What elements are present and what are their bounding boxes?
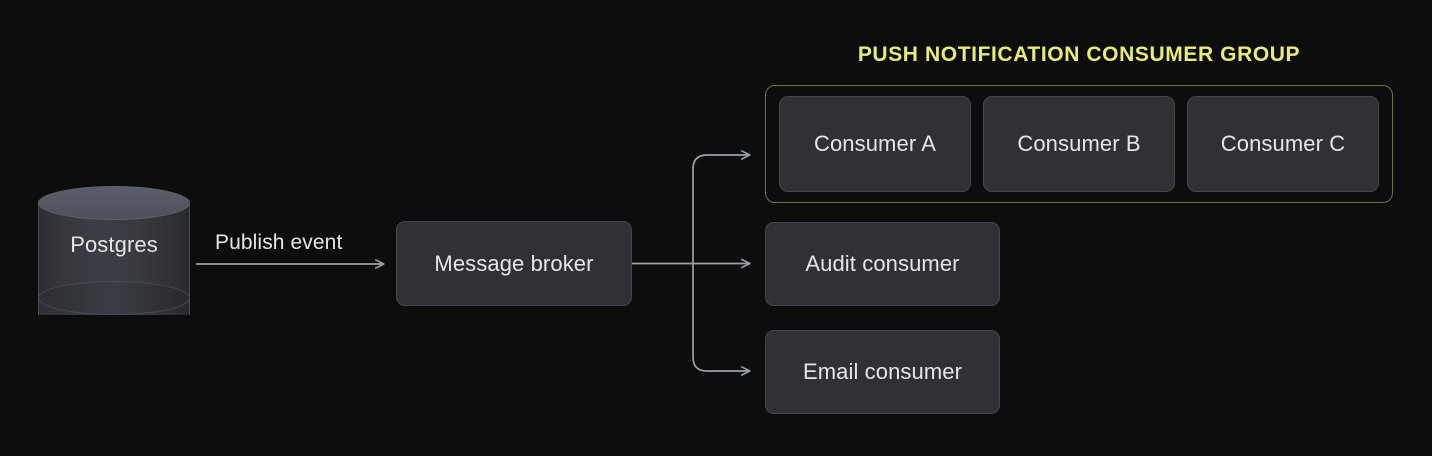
message-broker-label: Message broker bbox=[434, 250, 594, 276]
audit-consumer-node[interactable]: Audit consumer bbox=[765, 222, 1000, 306]
edge-broker-to-consumer-group bbox=[692, 150, 751, 264]
email-consumer-label: Email consumer bbox=[802, 359, 963, 384]
message-broker-node[interactable]: Message broker bbox=[396, 221, 632, 306]
email-consumer-node[interactable]: Email consumer bbox=[765, 330, 1000, 414]
push-notification-consumer-group: Consumer A Consumer B Consumer C bbox=[765, 85, 1393, 203]
consumer-group-title: PUSH NOTIFICATION CONSUMER GROUP bbox=[857, 43, 1301, 66]
edge-broker-to-email bbox=[692, 263, 751, 376]
postgres-database-node[interactable]: Postgres bbox=[38, 186, 190, 332]
audit-consumer-label: Audit consumer bbox=[805, 251, 960, 276]
postgres-label: Postgres bbox=[70, 232, 158, 257]
consumer-a-label: Consumer A bbox=[813, 131, 937, 156]
edge-label-publish-event: Publish event bbox=[215, 231, 343, 254]
consumer-card-a[interactable]: Consumer A bbox=[779, 96, 971, 192]
consumer-card-b[interactable]: Consumer B bbox=[983, 96, 1175, 192]
consumer-b-label: Consumer B bbox=[1017, 131, 1141, 156]
cylinder-top-ellipse bbox=[38, 186, 190, 220]
cylinder-bottom-ellipse bbox=[38, 281, 190, 315]
consumer-c-label: Consumer C bbox=[1220, 131, 1346, 156]
consumer-card-c[interactable]: Consumer C bbox=[1187, 96, 1379, 192]
